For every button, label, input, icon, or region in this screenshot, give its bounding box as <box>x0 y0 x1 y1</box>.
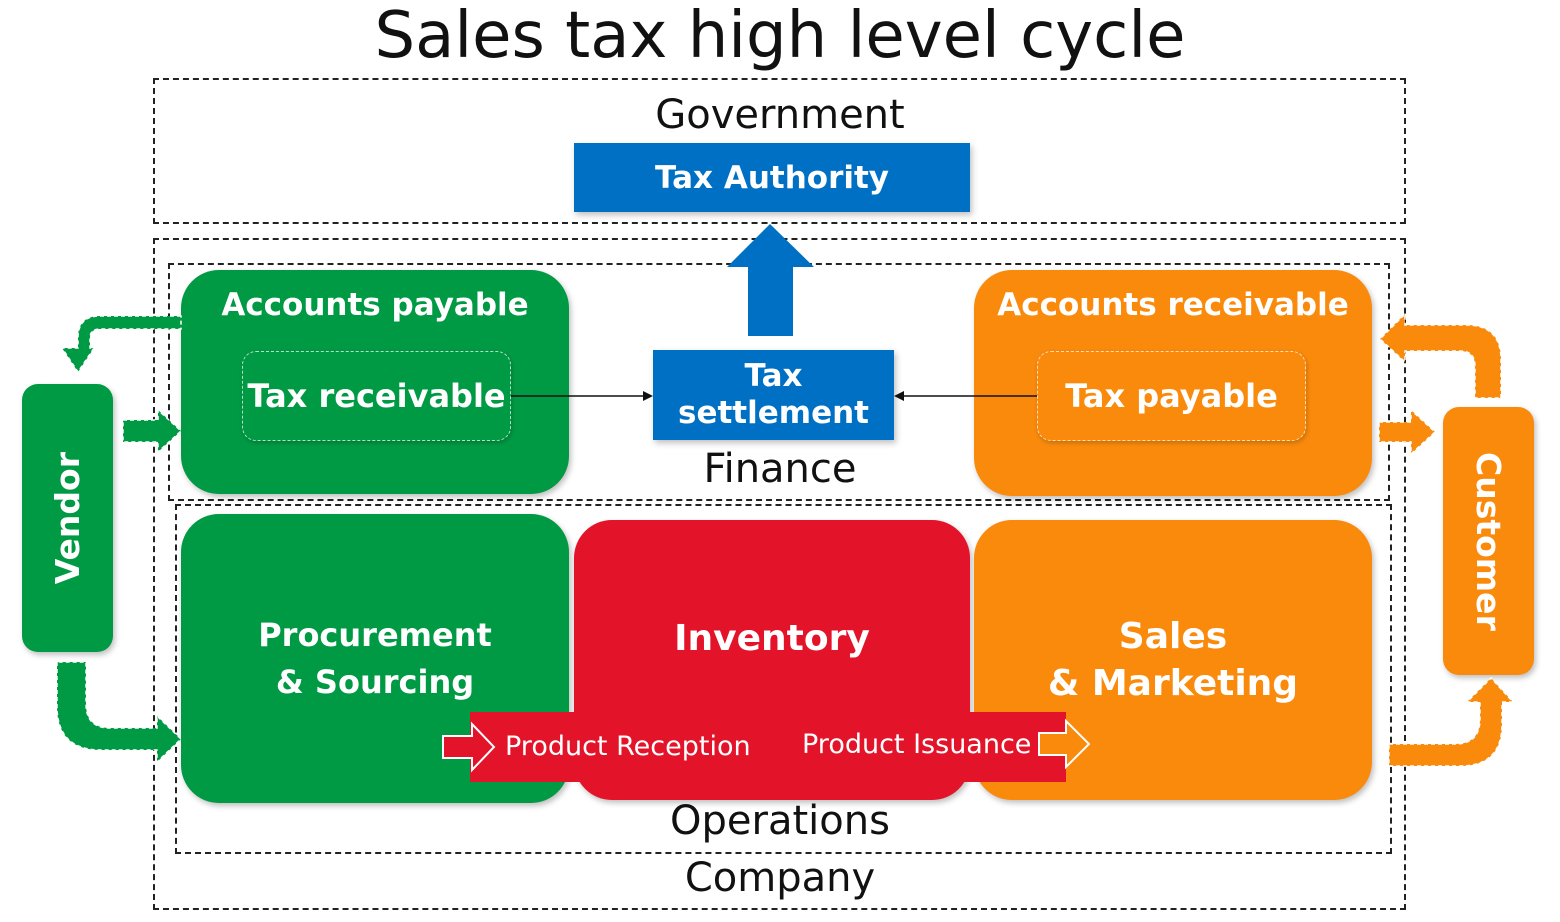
accounts-receivable-box: Accounts receivable Tax payable <box>974 270 1372 496</box>
finance-label: Finance <box>703 446 857 492</box>
sales-label: Sales & Marketing <box>1047 616 1299 704</box>
government-region <box>153 78 1406 224</box>
operations-label: Operations <box>670 798 890 844</box>
ar-to-customer-arrow <box>1378 408 1437 456</box>
sales-to-customer-arrow <box>1388 676 1515 767</box>
product-reception-label: Product Reception <box>505 731 751 762</box>
tax-receivable-box: Tax receivable <box>242 351 511 441</box>
operations-region <box>175 504 1392 854</box>
company-label: Company <box>684 855 876 901</box>
inventory-label: Inventory <box>674 617 870 659</box>
customer-box: Customer <box>1443 407 1534 675</box>
accounts-payable-label: Accounts payable <box>221 287 529 323</box>
tax-settlement-box: Tax settlement <box>653 350 894 440</box>
accounts-payable-box: Accounts payable Tax receivable <box>181 270 569 494</box>
customer-label: Customer <box>1469 451 1508 631</box>
customer-to-ar-arrow <box>1378 312 1502 399</box>
vendor-box: Vendor <box>22 384 113 652</box>
vendor-to-procurement-arrow <box>56 661 183 764</box>
tax-authority-box: Tax Authority <box>574 143 970 212</box>
product-issuance-label: Product Issuance <box>802 729 1032 760</box>
reception-arrow-icon <box>442 721 496 773</box>
government-label: Government <box>655 92 905 138</box>
procurement-label: Procurement & Sourcing <box>258 616 492 701</box>
tax-payable-box: Tax payable <box>1037 351 1306 441</box>
diagram-title: Sales tax high level cycle <box>374 0 1186 73</box>
vendor-to-ap-arrow <box>122 408 183 454</box>
ap-to-vendor-arrow <box>60 315 182 374</box>
issuance-arrow-icon <box>1038 718 1091 770</box>
accounts-receivable-label: Accounts receivable <box>997 287 1349 323</box>
product-flow-band <box>470 712 1066 782</box>
